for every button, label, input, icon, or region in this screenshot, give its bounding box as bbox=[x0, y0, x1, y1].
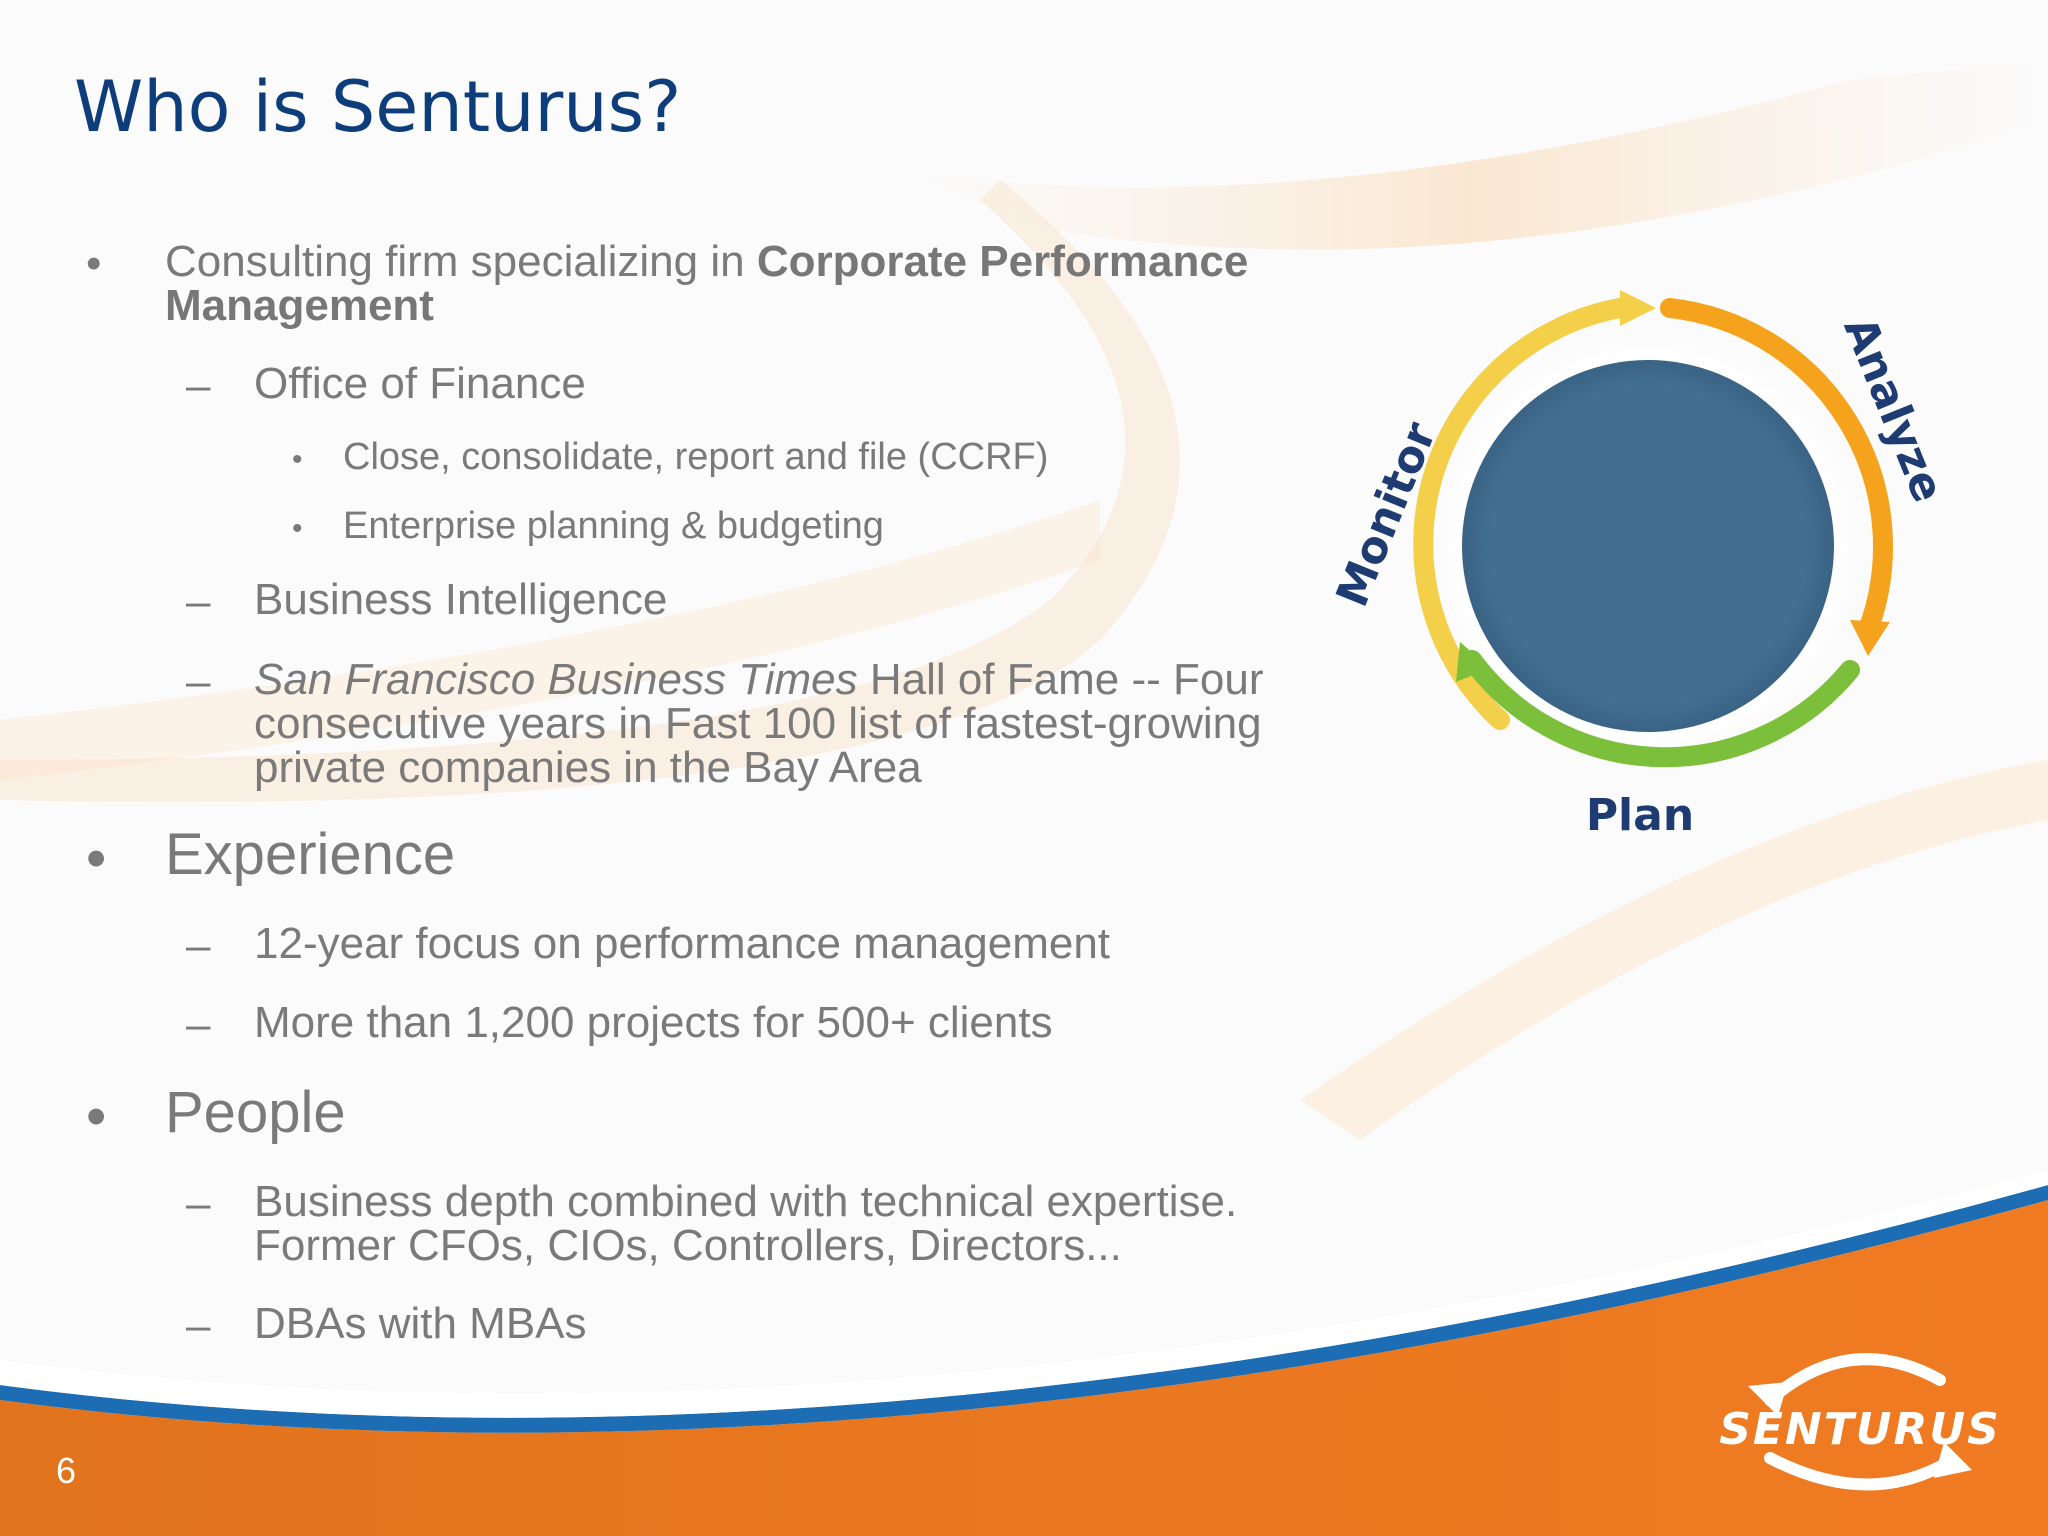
analyze-arrowhead bbox=[1850, 620, 1890, 656]
senturus-logo: SENTURUS bbox=[1719, 1353, 2001, 1491]
dash-marker: – bbox=[186, 1179, 211, 1228]
sfbt-rest: Hall of Fame -- Four bbox=[857, 655, 1264, 704]
bullet-consulting-bold-2: Management bbox=[165, 281, 434, 330]
logo-arc-bottom bbox=[1764, 1452, 1958, 1491]
logo-arc-top bbox=[1764, 1353, 1946, 1406]
bullet-experience: Experience bbox=[165, 822, 456, 887]
monitor-arc bbox=[1413, 298, 1630, 730]
center-disc bbox=[1462, 360, 1834, 732]
bullet-consulting-line2: Management bbox=[165, 284, 434, 328]
bullet-consulting-line1: Consulting firm specializing in Corporat… bbox=[165, 240, 1248, 284]
bullet-marker: • bbox=[292, 443, 303, 476]
logo-arrow-bottom bbox=[1934, 1442, 1972, 1478]
dash-marker: – bbox=[186, 1000, 211, 1049]
item-planning: Enterprise planning & budgeting bbox=[343, 505, 884, 547]
bullet-marker: • bbox=[86, 1084, 107, 1149]
plan-arrowhead bbox=[1456, 642, 1490, 682]
label-plan: Plan bbox=[1586, 790, 1694, 841]
logo-arrow-top bbox=[1748, 1382, 1788, 1416]
sub-sfbt-line2: consecutive years in Fast 100 list of fa… bbox=[254, 699, 1262, 748]
plan-arc bbox=[1462, 650, 1860, 768]
dash-marker: – bbox=[186, 657, 211, 706]
sub-sfbt-line3: private companies in the Bay Area bbox=[254, 743, 922, 792]
bullet-marker: • bbox=[86, 826, 107, 891]
item-ccrf: Close, consolidate, report and file (CCR… bbox=[343, 436, 1049, 478]
sub-dbas: DBAs with MBAs bbox=[254, 1299, 587, 1348]
sub-12-year: 12-year focus on performance management bbox=[254, 919, 1111, 968]
sub-business-depth-line2: Former CFOs, CIOs, Controllers, Director… bbox=[254, 1221, 1122, 1270]
cycle-diagram: Monitor Analyze Plan bbox=[1327, 290, 1953, 841]
bullet-marker: • bbox=[86, 239, 102, 288]
sub-office-of-finance: Office of Finance bbox=[254, 359, 586, 408]
dash-marker: – bbox=[186, 577, 211, 626]
analyze-arc bbox=[1660, 298, 1893, 640]
dash-marker: – bbox=[186, 921, 211, 970]
sub-business-depth-line1: Business depth combined with technical e… bbox=[254, 1177, 1238, 1226]
bullet-people: People bbox=[165, 1080, 346, 1145]
bullet-marker: • bbox=[292, 512, 303, 545]
dash-marker: – bbox=[186, 1301, 211, 1350]
page-number: 6 bbox=[56, 1450, 77, 1491]
dash-marker: – bbox=[186, 361, 211, 410]
bullet-consulting-text: Consulting firm specializing in bbox=[165, 237, 757, 286]
logo-text: SENTURUS bbox=[1719, 1404, 2001, 1455]
slide-title: Who is Senturus? bbox=[74, 66, 682, 148]
bullet-consulting-bold: Corporate Performance bbox=[756, 237, 1249, 286]
sub-sfbt-line1: San Francisco Business Times Hall of Fam… bbox=[254, 658, 1263, 702]
sub-projects: More than 1,200 projects for 500+ client… bbox=[254, 998, 1053, 1047]
sfbt-italic: San Francisco Business Times bbox=[254, 655, 858, 704]
sub-business-intelligence: Business Intelligence bbox=[254, 575, 668, 624]
monitor-arrowhead bbox=[1620, 290, 1656, 326]
